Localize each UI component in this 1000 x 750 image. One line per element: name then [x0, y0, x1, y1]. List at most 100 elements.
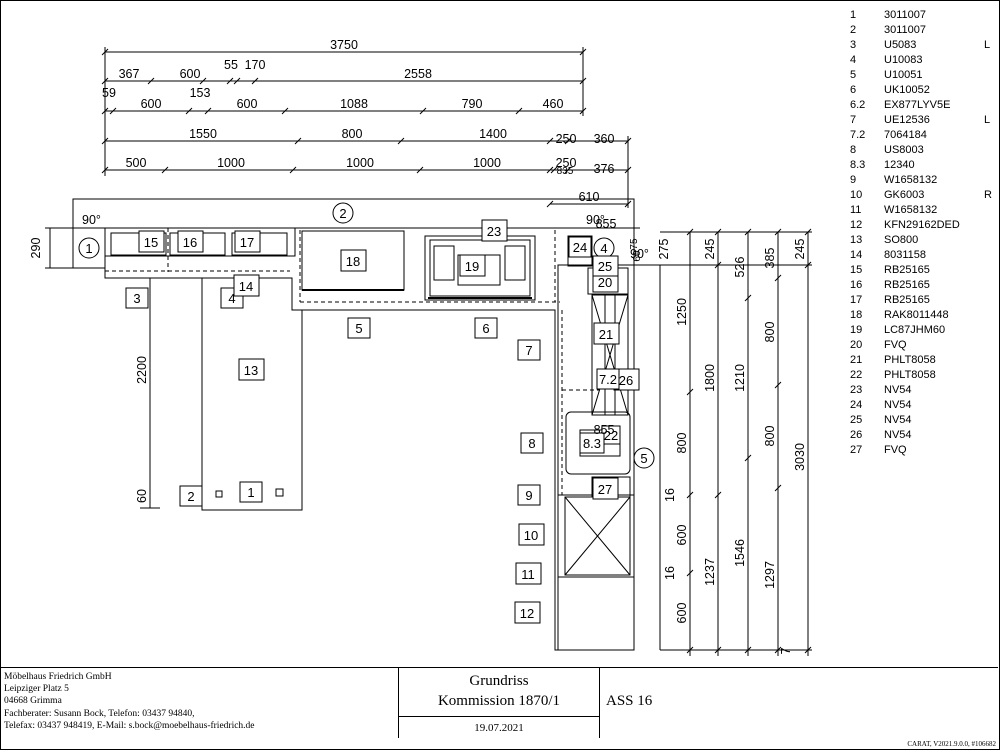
- dim-376: 376: [594, 162, 615, 176]
- dim-600c: 600: [237, 97, 258, 111]
- dim-tick: [564, 137, 572, 145]
- ldim-60: 60: [135, 489, 149, 503]
- dim-1550: 1550: [189, 127, 217, 141]
- legend-code: US8003: [884, 144, 924, 156]
- base-run-outline: [104, 228, 634, 651]
- legend-side: [984, 203, 994, 218]
- item-label-12: 12: [514, 601, 541, 624]
- item-label-13: 13: [238, 358, 265, 381]
- legend-code: PHLT8058: [884, 369, 936, 381]
- legend-side: [984, 128, 994, 143]
- item-label-2: 2: [179, 485, 203, 507]
- dim-tick: [289, 166, 297, 174]
- legend-num: 10: [850, 189, 863, 201]
- svg-text:19: 19: [465, 259, 479, 274]
- item-label-20: 20: [592, 271, 619, 293]
- legend-code: UE12536: [884, 114, 930, 126]
- svg-text:8.3: 8.3: [583, 436, 601, 451]
- legend-code: EX877LYV5E: [884, 99, 951, 111]
- item-label-855: 855: [594, 423, 615, 437]
- svg-text:7.2: 7.2: [599, 372, 617, 387]
- dim-tick: [714, 646, 722, 654]
- legend-num: 5: [850, 69, 857, 81]
- dim-tick: [804, 646, 812, 654]
- dim-tick: [199, 77, 207, 85]
- dim-tick: [147, 77, 155, 85]
- item-label-18: 18: [340, 249, 367, 272]
- rdim-16a: 16: [663, 488, 677, 502]
- legend-code: SO800: [884, 234, 919, 246]
- dim-600a: 600: [180, 67, 201, 81]
- item-label-1: 1: [239, 481, 263, 503]
- dim-835: 835: [557, 166, 574, 177]
- item-label-11: 11: [515, 562, 542, 585]
- wall-label-1-circle: [78, 237, 100, 259]
- legend-num: 7.2: [850, 129, 866, 141]
- right-dimension-values: 1250 800 16 600 16 600 245 1800 1237 526…: [657, 239, 807, 655]
- svg-text:6: 6: [482, 321, 489, 336]
- dim-tick: [579, 107, 587, 115]
- svg-text:9: 9: [525, 488, 532, 503]
- company-advisor: Fachberater: Susann Bock, Telefon: 03437…: [4, 708, 195, 719]
- wall-labels: 1 2 4 5: [78, 202, 655, 469]
- legend-side: [984, 173, 994, 188]
- legend-side: [984, 443, 994, 458]
- legend-num: 24: [850, 399, 863, 411]
- svg-text:13: 13: [244, 363, 258, 378]
- wall-label-5-circle: [633, 447, 655, 469]
- company-city: 04668 Grimma: [4, 696, 62, 707]
- svg-text:24: 24: [573, 240, 587, 255]
- legend-num: 26: [850, 429, 863, 441]
- dim-tick: [774, 646, 782, 654]
- dim-460: 460: [543, 97, 564, 111]
- dim-tick: [686, 491, 694, 499]
- dim-1000b: 1000: [346, 156, 374, 170]
- counter-run: [104, 227, 634, 651]
- dim-tick: [161, 166, 169, 174]
- legend-num: 8.3: [850, 159, 866, 171]
- svg-text:22: 22: [604, 428, 618, 443]
- legend-num: 17: [850, 294, 863, 306]
- item-label-8-3: 8.3: [579, 432, 605, 454]
- dim-55: 55: [224, 58, 238, 72]
- rdim-600a: 600: [675, 525, 689, 546]
- legend-code: KFN29162DED: [884, 219, 960, 231]
- hob-zone-2: [504, 245, 526, 281]
- rdim-600b: 600: [675, 603, 689, 624]
- dim-75: 75: [629, 238, 640, 250]
- software-footer: CARAT, V2021.9.0.0, #106682: [907, 740, 996, 748]
- legend-side: [984, 143, 994, 158]
- legend-num: 16: [850, 279, 863, 291]
- legend-code: 3011007: [884, 24, 927, 36]
- wall-2-top: [72, 198, 635, 229]
- svg-text:855: 855: [594, 423, 615, 437]
- item-label-22: 22: [601, 425, 621, 445]
- sink-cabinet-24: [567, 235, 593, 267]
- top-dimension-values: 3750 367 600 55 170 2558 59 600 153 600 …: [102, 38, 643, 262]
- dim-tick: [774, 484, 782, 492]
- svg-text:25: 25: [598, 259, 612, 274]
- item-label-14: 14: [233, 274, 260, 297]
- dim-790: 790: [462, 97, 483, 111]
- svg-text:5: 5: [355, 321, 362, 336]
- rdim-385: 385: [763, 248, 777, 269]
- legend-side: L: [984, 39, 991, 51]
- legend-code: 3011007: [884, 9, 927, 21]
- floor-plan: 1 2 4 5 90° 90° 90° 3750 367 600 55 170 …: [29, 38, 812, 656]
- legend-side: [984, 383, 994, 398]
- dim-tick: [515, 107, 523, 115]
- wall-4-right: [633, 228, 661, 650]
- legend-num: 21: [850, 354, 863, 366]
- svg-text:11: 11: [521, 567, 535, 582]
- svg-text:4: 4: [228, 291, 235, 306]
